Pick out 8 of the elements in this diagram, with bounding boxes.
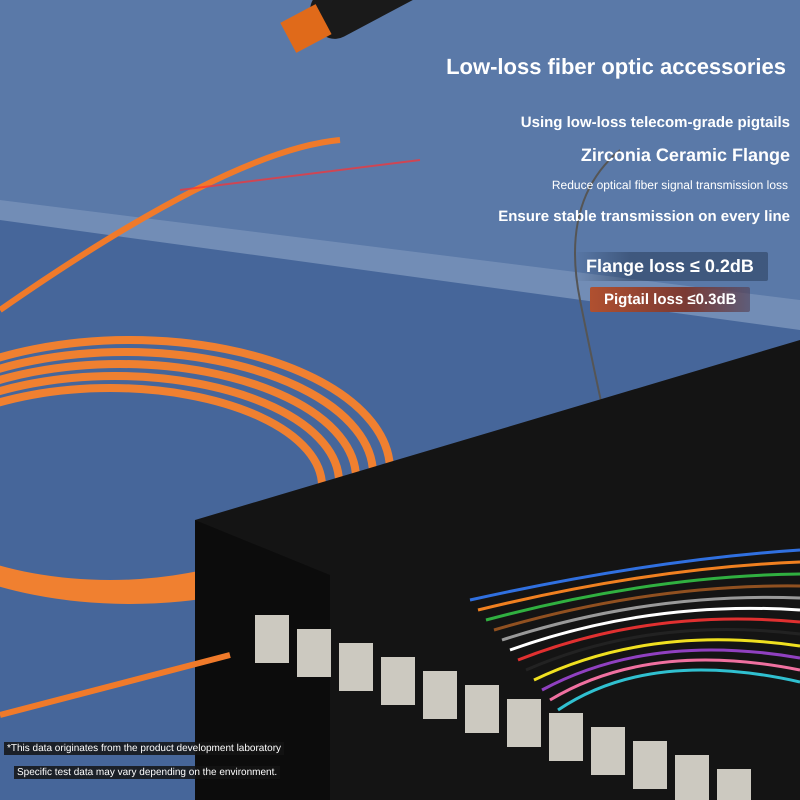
spec-banner: Pigtail loss ≤0.3dB bbox=[590, 287, 750, 312]
feature-text: Using low-loss telecom-grade pigtails bbox=[520, 114, 790, 131]
feature-text: Ensure stable transmission on every line bbox=[498, 208, 790, 225]
feature-text: Reduce optical fiber signal transmission loss bbox=[552, 178, 788, 192]
heading: Low-loss fiber optic accessories bbox=[446, 54, 786, 80]
footnote: *This data originates from the product development laboratory bbox=[4, 742, 284, 755]
feature-text: Zirconia Ceramic Flange bbox=[580, 145, 790, 166]
footnote: Specific test data may vary depending on the environment. bbox=[14, 766, 280, 779]
